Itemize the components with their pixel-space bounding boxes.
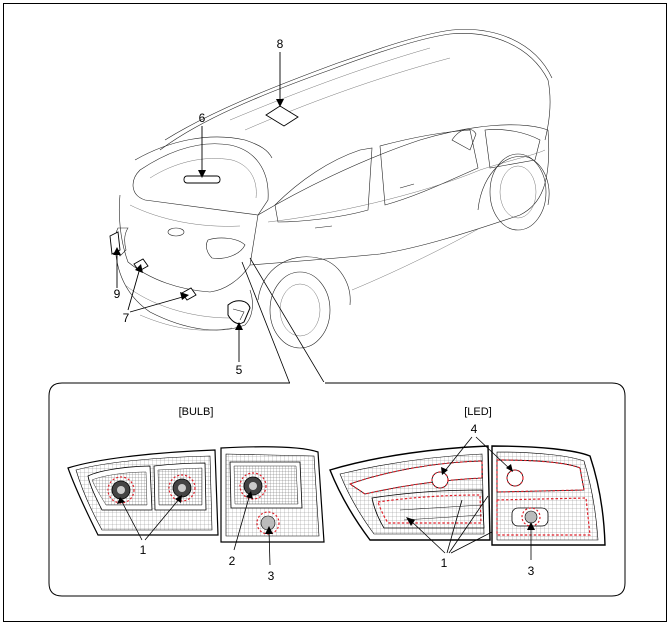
svg-text:9: 9 bbox=[114, 287, 121, 301]
callout-6: 6 bbox=[198, 111, 206, 178]
zoom-leader-left bbox=[241, 261, 291, 385]
svg-text:4: 4 bbox=[471, 422, 478, 436]
page-frame bbox=[3, 3, 667, 622]
caption-led: [LED] bbox=[464, 406, 492, 418]
svg-text:3: 3 bbox=[268, 569, 275, 583]
bulb-callout-1: 1 bbox=[117, 495, 182, 557]
led-callout-1: 1 bbox=[406, 495, 493, 570]
svg-text:1: 1 bbox=[140, 543, 147, 557]
roof-lamp-part bbox=[265, 105, 299, 127]
led-type-lamp bbox=[329, 445, 606, 546]
detail-box bbox=[48, 382, 626, 597]
svg-text:2: 2 bbox=[229, 554, 236, 568]
caption-bulb: [BULB] bbox=[179, 406, 214, 418]
led-callout-4: 4 bbox=[441, 422, 513, 475]
led-callout-3: 3 bbox=[527, 522, 535, 578]
bulb-callout-2: 2 bbox=[229, 491, 253, 568]
svg-text:8: 8 bbox=[277, 37, 284, 51]
zoom-leader-right bbox=[249, 257, 326, 385]
bulb-type-lamp bbox=[67, 446, 325, 543]
callout-7: 7 bbox=[123, 264, 189, 325]
svg-text:7: 7 bbox=[123, 311, 130, 325]
callout-8: 8 bbox=[276, 37, 284, 107]
vehicle-rear-view bbox=[114, 29, 553, 349]
callout-5: 5 bbox=[235, 322, 243, 377]
bulb-callout-3: 3 bbox=[265, 526, 275, 583]
svg-text:6: 6 bbox=[199, 111, 206, 125]
rear-bumper-lamp bbox=[227, 300, 251, 325]
svg-text:3: 3 bbox=[528, 564, 535, 578]
svg-text:5: 5 bbox=[236, 363, 243, 377]
svg-text:1: 1 bbox=[441, 556, 448, 570]
callout-9: 9 bbox=[113, 247, 121, 301]
